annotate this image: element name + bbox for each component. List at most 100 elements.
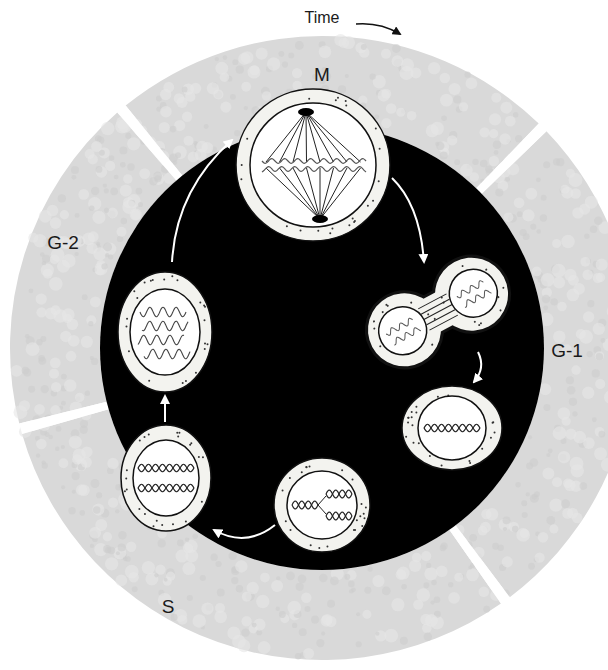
band-texture [81,336,93,348]
band-texture [541,195,547,201]
cytoplasm-dot [125,326,127,328]
cytoplasm-dot [502,286,505,289]
band-texture [145,572,158,585]
band-texture [563,478,573,488]
band-texture [36,293,47,304]
dna-strand [424,424,480,431]
band-texture [572,411,577,416]
dna-strand [292,501,318,509]
band-texture [246,582,258,594]
band-texture [579,204,590,215]
band-texture [561,187,573,199]
band-texture [593,273,603,283]
band-texture [319,574,328,583]
cytoplasm-dot [204,348,206,350]
band-texture [114,175,119,180]
band-texture [256,48,268,60]
band-texture [571,365,580,374]
band-texture [522,512,528,518]
band-texture [491,93,501,103]
phase-label: G-1 [551,341,583,360]
band-texture [215,561,221,567]
band-texture [397,567,410,580]
chromatin [144,349,190,359]
band-texture [486,508,499,521]
spindle-fiber [427,310,455,325]
band-texture [580,257,590,267]
band-texture [103,184,107,188]
band-texture [528,435,532,439]
band-texture [334,34,346,46]
cytoplasm-dot [153,525,155,527]
band-texture [295,653,302,660]
band-texture [592,369,600,377]
spindle-fiber [293,112,306,162]
band-texture [33,234,46,247]
nucleus [441,261,506,326]
cytoplasm-dot [341,469,343,471]
cytoplasm-dot [367,205,369,207]
band-texture [546,453,550,457]
band-texture [166,572,175,581]
band-texture [459,102,468,111]
band-texture [292,68,302,78]
band-texture [542,468,554,480]
band-texture [238,639,251,652]
band-texture [573,431,586,444]
band-texture [424,633,432,641]
band-texture [207,82,219,94]
band-texture [200,575,206,581]
band-texture [479,127,489,137]
cytoplasm-dot [429,455,431,457]
band-texture [82,294,88,300]
band-texture [61,401,66,406]
cytoplasm-dot [405,436,407,438]
band-texture [28,386,35,393]
band-texture [526,492,530,496]
spindle-fiber [306,112,308,162]
band-texture [247,66,260,79]
dna-strand [138,464,194,471]
cell-membrane [236,89,390,241]
cycle-arrows [165,140,481,538]
cytoplasm-dot [289,477,291,479]
band-texture [49,277,63,291]
band-texture [48,435,53,440]
chromatin [138,335,184,345]
band-texture [80,426,88,434]
band-texture [62,308,75,321]
dna-strand [326,490,352,498]
cycle-arrow [172,140,232,262]
nucleus [418,396,486,460]
spindle-fiber [306,112,361,162]
band-texture [153,172,162,181]
band-texture [187,595,193,601]
cytoplasm-dot [415,406,417,408]
phase-ring [10,34,608,660]
band-texture [93,506,100,513]
spindle-fiber [320,168,334,219]
cytoplasm-dot [300,229,302,231]
cytoplasm-dot [481,448,483,450]
cytoplasm-dot [490,437,492,439]
cytoplasm-dot [185,520,187,522]
band-texture [215,57,219,61]
band-texture [495,188,503,196]
band-texture [256,595,269,608]
cytoplasm-dot [241,164,243,166]
band-texture [327,600,335,608]
band-texture [548,448,553,453]
cytoplasm-dot [202,456,204,458]
chromosome [455,280,484,299]
band-texture [50,357,61,368]
band-texture [41,385,49,393]
band-texture [530,224,536,230]
cytoplasm-dot [126,469,128,471]
band-texture [536,177,541,182]
band-texture [596,259,608,271]
band-texture [607,305,608,319]
band-texture [396,108,405,117]
cytoplasm-dot [361,525,363,527]
s-late-cell [121,425,211,531]
band-texture [276,607,280,611]
